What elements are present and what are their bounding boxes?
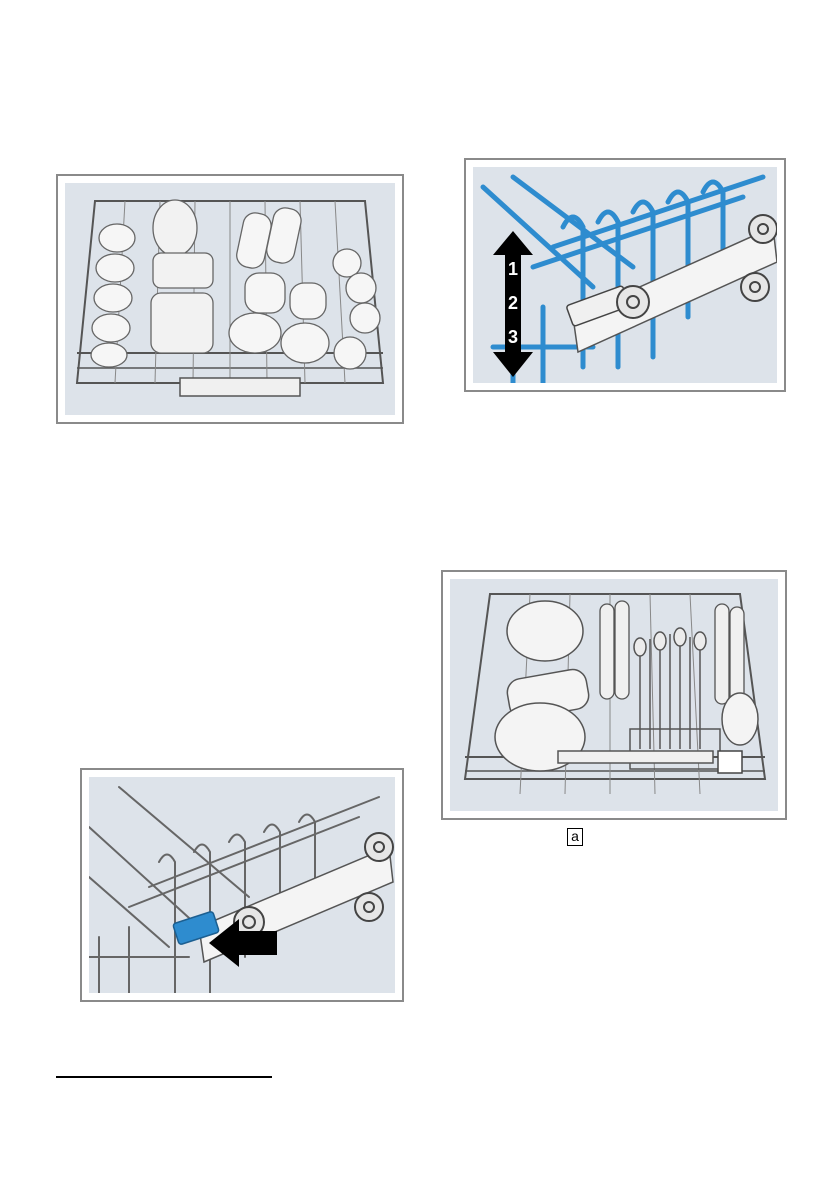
lower-basket-illustration	[450, 579, 778, 811]
height-step-1: 1	[508, 259, 518, 279]
figure-height-adjust: 1 2 3	[464, 158, 786, 392]
figure-lever-press	[80, 768, 404, 1002]
height-adjust-illustration: 1 2 3	[473, 167, 777, 383]
callout-label-a: a	[567, 828, 583, 846]
footnote-divider	[56, 1076, 272, 1078]
height-step-3: 3	[508, 327, 518, 347]
figure-upper-basket	[56, 174, 404, 424]
upper-basket-illustration	[65, 183, 395, 415]
height-step-2: 2	[508, 293, 518, 313]
lever-press-illustration	[89, 777, 395, 993]
figure-lower-basket	[441, 570, 787, 820]
